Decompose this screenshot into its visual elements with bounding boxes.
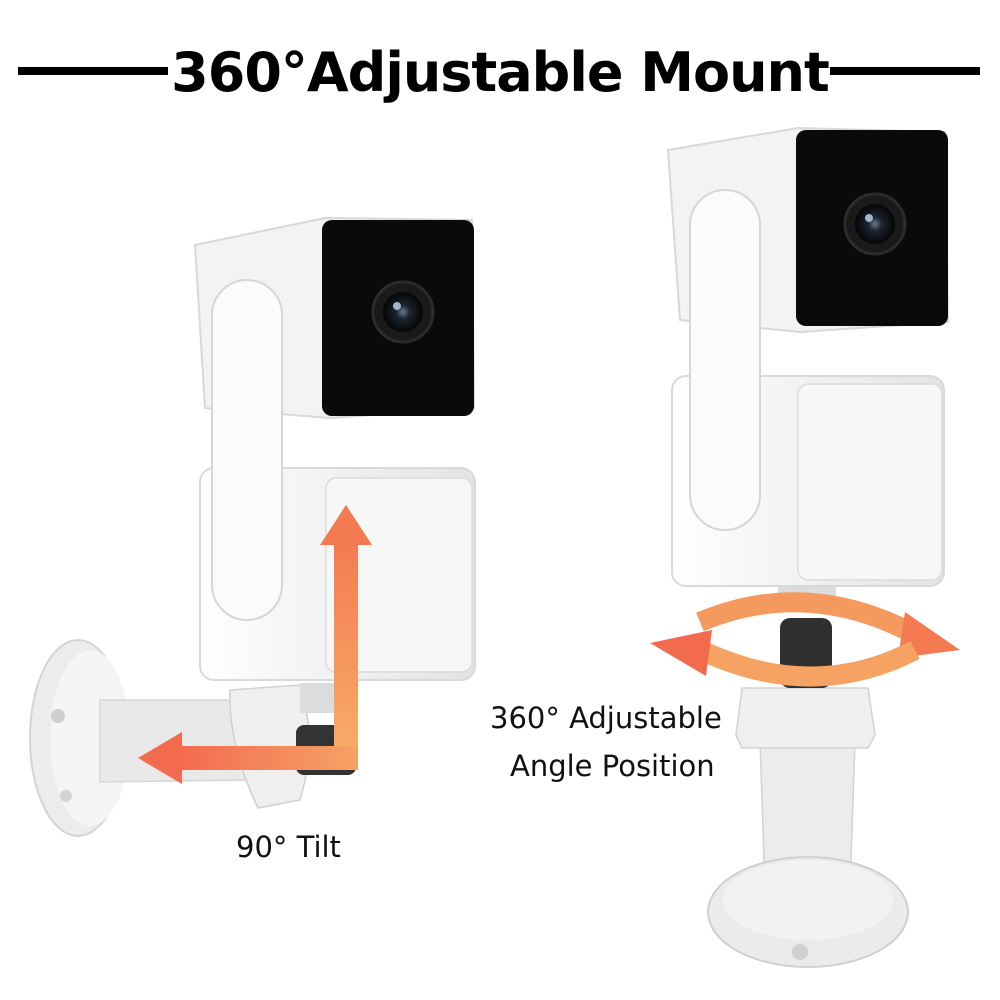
left-camera-assembly	[29, 216, 476, 837]
right-camera-assembly	[650, 126, 960, 968]
tilt-arrow-icon	[138, 505, 372, 784]
page-title: 360°Adjustable Mount	[171, 41, 830, 104]
rotation-arrow-head-right	[898, 612, 960, 658]
left-camera-base-face	[325, 477, 473, 673]
right-base-plate-face	[723, 860, 893, 940]
left-lens-icon	[383, 292, 423, 332]
rotation-arc-top	[696, 592, 915, 641]
right-lens-icon	[855, 204, 895, 244]
rotation-caption-line2: Angle Position	[510, 749, 715, 783]
rotation-caption-line1: 360° Adjustable	[490, 701, 722, 735]
right-camera-base-face	[797, 383, 943, 581]
right-mount-knuckle	[735, 687, 876, 749]
rotation-arrow-head-left	[650, 630, 712, 676]
header-rule-left	[18, 67, 168, 75]
left-lens-glint	[393, 302, 401, 310]
right-lens-glint	[865, 214, 873, 222]
tilt-arrow-horizontal	[178, 746, 358, 770]
header-rule-right	[830, 67, 980, 75]
tilt-arrow-head-up	[320, 505, 372, 545]
left-screw-hole-top	[51, 709, 65, 723]
tilt-arrow-vertical	[334, 540, 358, 770]
rotation-arrow-icon	[650, 592, 960, 687]
right-side-arm	[689, 189, 761, 531]
tilt-arrow-head-left	[138, 732, 182, 784]
rotation-arc-bottom	[700, 641, 920, 687]
right-screw-hole	[792, 944, 808, 960]
left-side-arm	[211, 279, 283, 621]
tilt-caption: 90° Tilt	[236, 830, 341, 864]
left-screw-hole-bottom	[60, 790, 72, 802]
